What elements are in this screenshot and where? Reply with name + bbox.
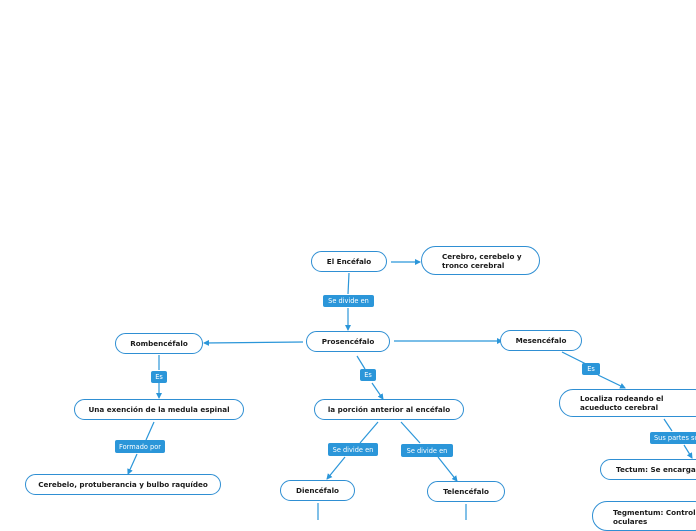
connector-porcion-label-left: [359, 421, 379, 444]
node-diencefalo[interactable]: Diencéfalo: [280, 480, 355, 501]
node-telencefalo[interactable]: Telencéfalo: [427, 481, 505, 502]
node-extension-medula[interactable]: Una exención de la medula espinal: [74, 399, 244, 420]
link-label-se-divide-en-telencefalo[interactable]: Se divide en: [401, 444, 453, 457]
node-cerebelo-protuberancia[interactable]: Cerebelo, protuberancia y bulbo raquídeo: [25, 474, 221, 495]
connector-encefalo-label: [347, 272, 350, 295]
node-rombencefalo[interactable]: Rombencéfalo: [115, 333, 203, 354]
connector-label-tectum: [683, 444, 693, 459]
node-tegmentum[interactable]: Tegmentum: Controla oculares: [592, 501, 696, 531]
node-prosencefalo[interactable]: Prosencéfalo: [306, 331, 390, 352]
connector-es-porcion: [371, 382, 384, 400]
connector-porcion-label-right: [400, 421, 421, 444]
node-tectum[interactable]: Tectum: Se encarga: [600, 459, 696, 480]
connector-localiza-label: [663, 418, 673, 432]
node-el-encefalo[interactable]: El Encéfalo: [311, 251, 387, 272]
link-label-se-divide-en-diencefalo[interactable]: Se divide en: [328, 443, 378, 456]
connector-extension-label: [145, 421, 155, 441]
link-label-sus-partes-son[interactable]: Sus partes son: [650, 432, 696, 444]
node-porcion-anterior[interactable]: la porción anterior al encéfalo: [314, 399, 464, 420]
connector-prosencefalo-rombencefalo: [203, 339, 304, 346]
connector-label-cerebelo: [127, 453, 138, 475]
connector-layer: [127, 259, 693, 520]
link-label-es-prosencefalo[interactable]: Es: [360, 369, 376, 381]
connector-prosencefalo-es: [356, 355, 366, 370]
link-label-es-rombencefalo[interactable]: Es: [151, 371, 167, 383]
mind-map-canvas: El Encéfalo Cerebro, cerebelo y tronco c…: [25, 246, 696, 531]
node-mesencefalo[interactable]: Mesencéfalo: [500, 330, 582, 351]
connector-label-telencefalo: [437, 456, 458, 482]
node-cerebro-cerebelo-tronco[interactable]: Cerebro, cerebelo y tronco cerebral: [421, 246, 540, 275]
connector-es-localiza: [597, 374, 626, 389]
link-label-se-divide-en[interactable]: Se divide en: [323, 295, 374, 307]
link-label-es-mesencefalo[interactable]: Es: [582, 363, 600, 375]
connector-label-diencefalo: [326, 456, 346, 480]
node-localiza-acueducto[interactable]: Localiza rodeando el acueducto cerebral: [559, 389, 696, 417]
connector-mesencefalo-es: [561, 351, 587, 365]
link-label-formado-por[interactable]: Formado por: [115, 440, 165, 453]
